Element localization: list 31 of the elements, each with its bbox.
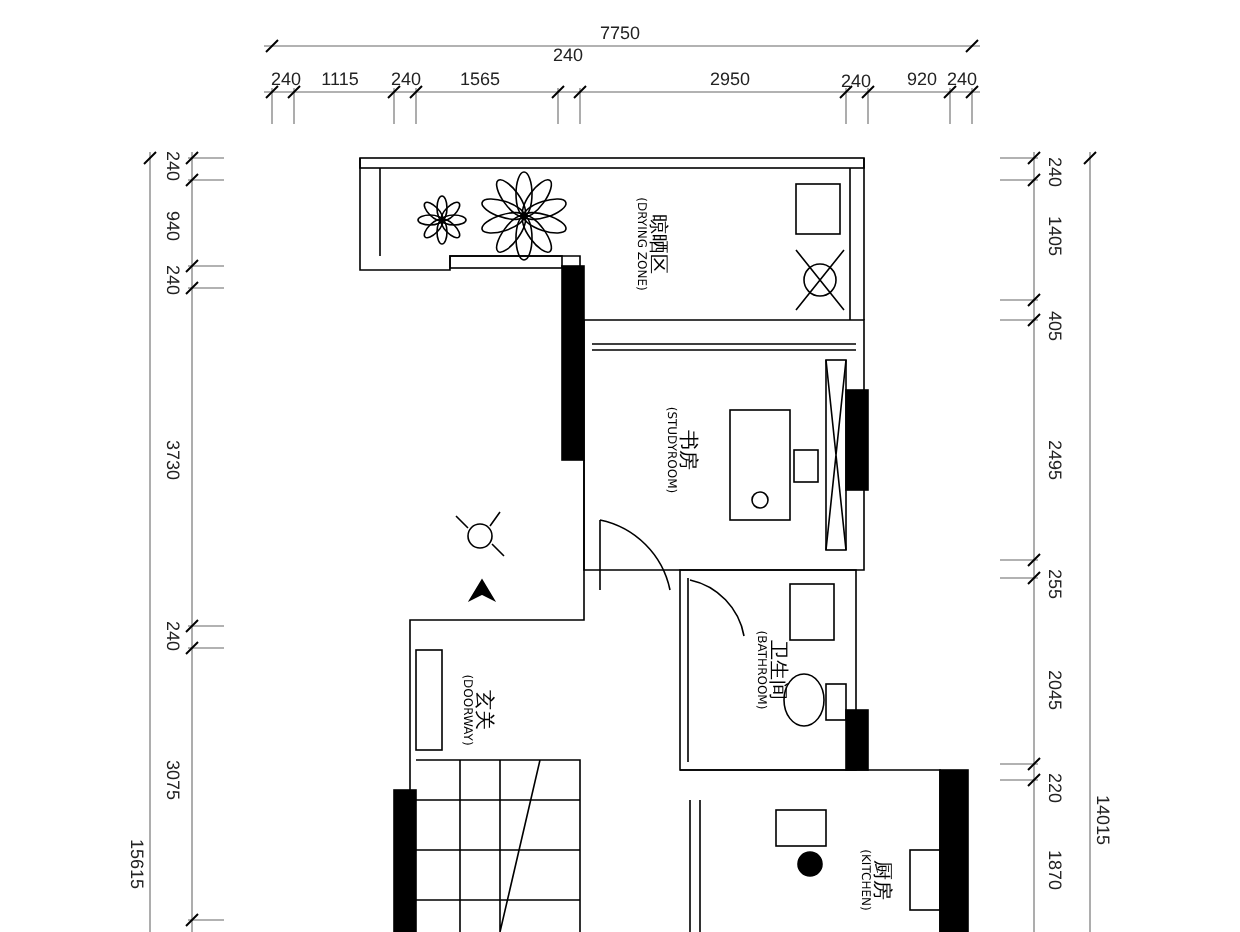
dimension-text: 7750: [599, 25, 641, 43]
dimension-text: 15615: [127, 838, 145, 890]
dimension-text: 240: [946, 71, 978, 89]
dimension-text: 1405: [1045, 215, 1063, 257]
dimension-text: 240: [270, 71, 302, 89]
dimension-text: 255: [1045, 568, 1063, 600]
dimension-text: 920: [906, 71, 938, 89]
dimension-text: 240: [552, 47, 584, 65]
room-name: 卫生间: [765, 640, 788, 700]
room-name: 晾晒区: [645, 214, 668, 274]
dimension-text: 240: [840, 73, 872, 91]
dimension-text: 240: [163, 150, 181, 182]
dimension-text: 14015: [1093, 794, 1111, 846]
dimension-text: 1565: [459, 71, 501, 89]
dimension-text: 3075: [163, 759, 181, 801]
dimension-text: 220: [1045, 772, 1063, 804]
dimension-text: 405: [1045, 310, 1063, 342]
dimension-text: 3730: [163, 439, 181, 481]
dimension-text: 1115: [321, 71, 359, 89]
room-name: 厨房: [869, 860, 892, 900]
dimension-text: 940: [163, 210, 181, 242]
room-name: 玄关: [471, 690, 494, 730]
room-name: 书房: [675, 430, 698, 470]
dimension-text: 2950: [709, 71, 751, 89]
dimension-text: 1870: [1045, 849, 1063, 891]
dimension-text: 240: [390, 71, 422, 89]
dimension-text: 2495: [1045, 439, 1063, 481]
dimension-text: 240: [163, 264, 181, 296]
dimension-text: 240: [1045, 156, 1063, 188]
dimension-text: 240: [163, 620, 181, 652]
dimension-text: 2045: [1045, 669, 1063, 711]
